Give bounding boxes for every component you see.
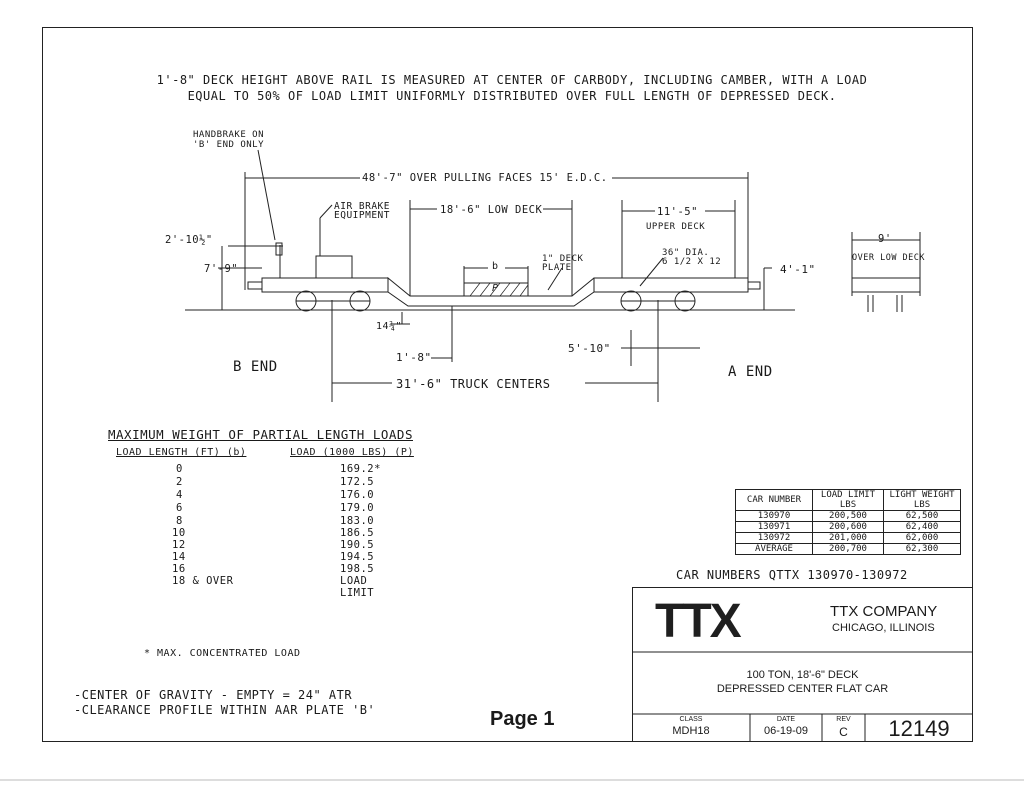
page-label: Page 1 [490,708,555,730]
load-length-cell: 0 [176,463,183,475]
air-brake-equipment [315,255,353,279]
date-value: 06-19-09 [763,725,809,737]
label-over-pulling-faces: 48'-7" OVER PULLING FACES 15' E.D.C. [362,172,608,184]
drawing-number: 12149 [888,716,950,741]
label-b-end: B END [233,359,278,375]
header-note-line2: EQUAL TO 50% OF LOAD LIMIT UNIFORMLY DIS… [187,89,837,103]
company-city: CHICAGO, ILLINOIS [832,622,935,634]
load-length-cell: 10 [172,527,186,539]
title-block [632,587,973,742]
label-b-dim: b [492,261,499,272]
class-label: CLASS [679,716,703,723]
label-wheel-dia: 36" DIA. [662,248,710,258]
load-length-cell: 4 [176,489,183,501]
label-low-deck: 18'-6" LOW DECK [440,204,543,216]
label-over-low-deck: OVER LOW DECK [852,253,926,263]
label-p-load: P [492,283,499,294]
label-dim-4-1: 4'-1" [780,263,816,276]
handbrake-wheel [275,242,283,256]
label-dim-5-10: 5'-10" [568,342,611,355]
load-value-cell: 194.5 [340,551,375,563]
load-p-block [463,282,529,297]
label-deck-plate: 1" DECK [542,254,584,264]
label-air-brake: AIR BRAKE [334,201,390,212]
weight-table-title: MAXIMUM WEIGHT OF PARTIAL LENGTH LOADS [108,427,413,442]
load-value-cell: 183.0 [340,515,375,527]
label-air-brake-equipment: EQUIPMENT [334,210,390,221]
load-length-cell: 18 & OVER [172,575,234,587]
label-wheel-size: 6 1/2 X 12 [662,257,722,267]
load-value-cell: 176.0 [340,489,375,501]
load-length-cell: 8 [176,515,183,527]
date-label: DATE [776,716,796,723]
label-a-end: A END [728,364,773,380]
upper-deck-a-end [593,277,749,293]
load-length-cell: 6 [176,502,183,514]
description-line1: 100 TON, 18'-6" DECK [746,669,859,681]
label-dim-7-9: 7'-9" [204,263,239,275]
car-table-header: CAR NUMBER [735,489,813,511]
note-max-concentrated: * MAX. CONCENTRATED LOAD [144,648,301,659]
load-value-cell: 190.5 [340,539,375,551]
label-dim-1-8: 1'-8" [396,351,432,364]
drawing-sheet-border [42,27,973,742]
label-deck-plate-2: PLATE [542,263,572,273]
note-clearance: -CLEARANCE PROFILE WITHIN AAR PLATE 'B' [74,703,376,717]
rev-value: C [839,725,848,739]
note-center-of-gravity: -CENTER OF GRAVITY - EMPTY = 24" ATR [74,688,353,702]
label-handbrake: HANDBRAKE ON [193,130,265,140]
load-length-cell: 14 [172,551,186,563]
load-length-cell: 12 [172,539,186,551]
label-upper-deck: UPPER DECK [646,222,706,232]
header-note-line1: 1'-8" DECK HEIGHT ABOVE RAIL IS MEASURED… [156,73,868,87]
coupler-a [747,281,761,290]
coupler-b [247,281,263,290]
label-dim-14-3-4: 14¾" [376,321,403,332]
weight-table-header-load: LOAD (1000 LBS) (P) [290,447,414,458]
load-length-cell: 2 [176,476,183,488]
car-table-header: LIGHT WEIGHT LBS [883,489,961,511]
label-truck-centers: 31'-6" TRUCK CENTERS [396,377,551,391]
label-handbrake-b-end: 'B' END ONLY [193,140,265,150]
company-name: TTX COMPANY [830,603,938,620]
class-value: MDH18 [672,725,710,737]
car-table-header-row: CAR NUMBER LOAD LIMIT LBS LIGHT WEIGHT L… [735,489,961,511]
weight-table-header-length: LOAD LENGTH (FT) (b) [116,447,247,458]
load-value-cell: 169.2* [340,463,381,475]
upper-deck-b-end [261,277,389,293]
label-end-view-dim: 9' [878,233,892,245]
load-value-cell: 172.5 [340,476,375,488]
load-value-cell: LOAD LIMIT [340,575,375,599]
description-line2: DEPRESSED CENTER FLAT CAR [716,683,889,695]
load-length-cell: 16 [172,563,186,575]
load-hatch [469,282,529,297]
load-value-cell: 179.0 [340,502,375,514]
car-number-table: CAR NUMBER LOAD LIMIT LBS LIGHT WEIGHT L… [735,489,961,555]
load-value-cell: 198.5 [340,563,375,575]
load-value-cell: 186.5 [340,527,375,539]
label-dim-2-10: 2'-10½" [165,234,213,246]
end-view-deck [851,277,921,293]
label-upper-deck-dim: 11'-5" [657,206,698,218]
rev-label: REV [836,716,851,723]
car-numbers-caption: CAR NUMBERS QTTX 130970-130972 [676,568,908,582]
ttx-logo: TTX [655,595,742,648]
car-table-header: LOAD LIMIT LBS [812,489,884,511]
